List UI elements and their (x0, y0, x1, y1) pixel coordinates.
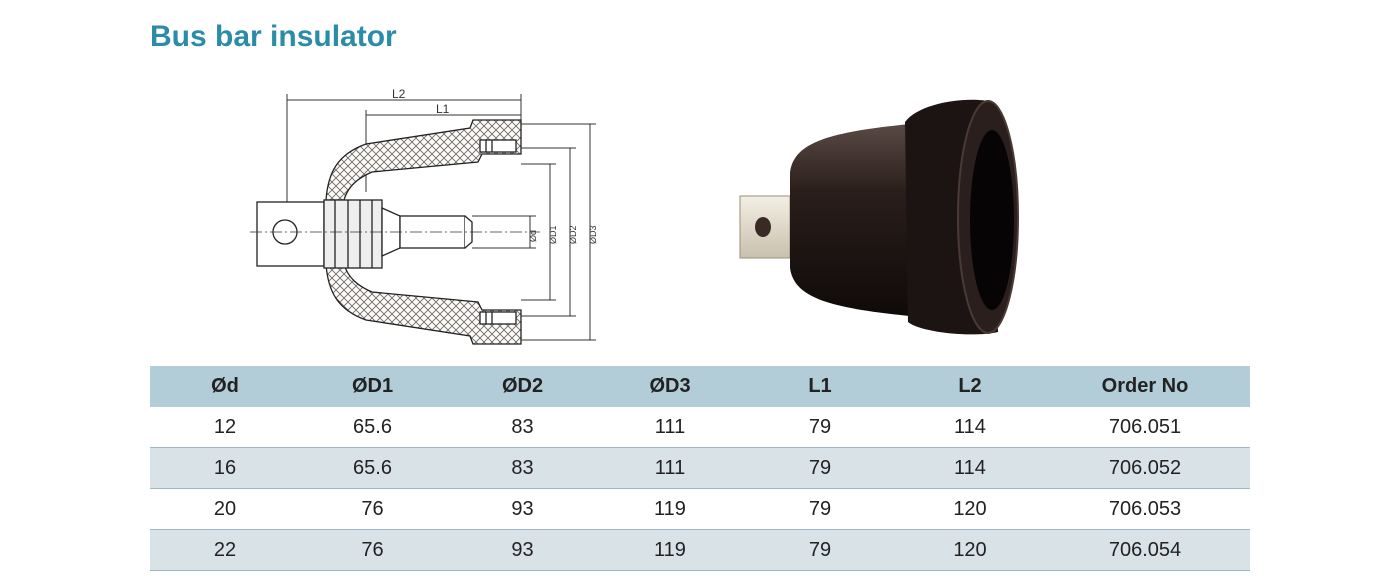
table-cell: 83 (445, 407, 600, 448)
table-cell: 706.053 (1040, 488, 1250, 530)
label-d2: ØD2 (568, 225, 578, 244)
table-row: 16 65.6 83 111 79 114 706.052 (150, 447, 1250, 489)
table-row: 12 65.6 83 111 79 114 706.051 (150, 407, 1250, 448)
header-cell: ØD2 (445, 366, 600, 407)
table-cell: 83 (445, 447, 600, 489)
header-cell: ØD1 (300, 366, 445, 407)
table-cell: 65.6 (300, 407, 445, 448)
table-cell: 79 (740, 407, 900, 448)
table-cell: 16 (150, 447, 300, 489)
label-d3: ØD3 (588, 225, 598, 244)
insulator-section (325, 119, 522, 345)
table-cell: 120 (900, 529, 1040, 571)
table-cell: 22 (150, 529, 300, 571)
table-row: 22 76 93 119 79 120 706.054 (150, 529, 1250, 571)
table-cell: 114 (900, 407, 1040, 448)
table-row: 20 76 93 119 79 120 706.053 (150, 488, 1250, 530)
table-cell: 79 (740, 447, 900, 489)
center-bolt (256, 199, 473, 269)
dimension-l2 (286, 94, 522, 222)
specification-table: Ød ØD1 ØD2 ØD3 L1 L2 Order No 12 65.6 83… (150, 366, 1250, 571)
table-cell: 111 (600, 447, 740, 489)
header-cell: L1 (740, 366, 900, 407)
technical-drawing: L2 L1 (250, 87, 598, 345)
label-d: Ød (528, 230, 538, 242)
insulator-body (790, 124, 920, 316)
diameter-dimensions (472, 123, 596, 341)
table-cell: 119 (600, 488, 740, 530)
table-cell: 20 (150, 488, 300, 530)
table-cell: 79 (740, 529, 900, 571)
table-cell: 706.054 (1040, 529, 1250, 571)
table-cell: 93 (445, 488, 600, 530)
label-l2: L2 (392, 87, 406, 101)
table-cell: 65.6 (300, 447, 445, 489)
table-cell: 93 (445, 529, 600, 571)
label-d1: ØD1 (548, 225, 558, 244)
table-cell: 76 (300, 529, 445, 571)
table-cell: 79 (740, 488, 900, 530)
page-title: Bus bar insulator (150, 20, 397, 53)
table-cell: 120 (900, 488, 1040, 530)
label-l1: L1 (436, 102, 450, 116)
table-cell: 706.052 (1040, 447, 1250, 489)
header-cell: Ød (150, 366, 300, 407)
table-cell: 76 (300, 488, 445, 530)
table-cell: 111 (600, 407, 740, 448)
table-cell: 119 (600, 529, 740, 571)
table-header-row: Ød ØD1 ØD2 ØD3 L1 L2 Order No (150, 366, 1250, 407)
table-cell: 706.051 (1040, 407, 1250, 448)
insulator-photo (739, 99, 1019, 335)
header-cell: L2 (900, 366, 1040, 407)
header-cell: ØD3 (600, 366, 740, 407)
header-cell: Order No (1040, 366, 1250, 407)
table-cell: 114 (900, 447, 1040, 489)
table-cell: 12 (150, 407, 300, 448)
